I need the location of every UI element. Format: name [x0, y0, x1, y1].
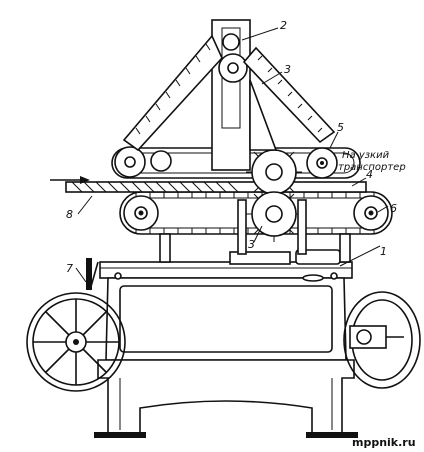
note-line-1: На узкий [342, 150, 390, 161]
feed-bar [50, 176, 367, 193]
base-frame [94, 249, 358, 438]
watermark: mppnik.ru [352, 436, 416, 449]
inclined-chains [122, 34, 336, 152]
leader-lines [75, 27, 389, 283]
drive-pulley [343, 291, 421, 389]
label-8: 8 [66, 208, 73, 221]
note-line-2: транспортер [338, 162, 406, 173]
label-7: 7 [66, 262, 73, 275]
label-1: 1 [380, 245, 387, 258]
label-5: 5 [337, 121, 344, 134]
drive-handwheel [26, 258, 126, 392]
label-3-top: 3 [284, 63, 291, 76]
label-2: 2 [280, 19, 287, 32]
vertical-column [211, 19, 278, 171]
cutter-gears [237, 144, 307, 255]
label-4: 4 [366, 168, 373, 181]
label-6: 6 [390, 202, 397, 215]
label-3-bottom: 3 [248, 238, 255, 251]
